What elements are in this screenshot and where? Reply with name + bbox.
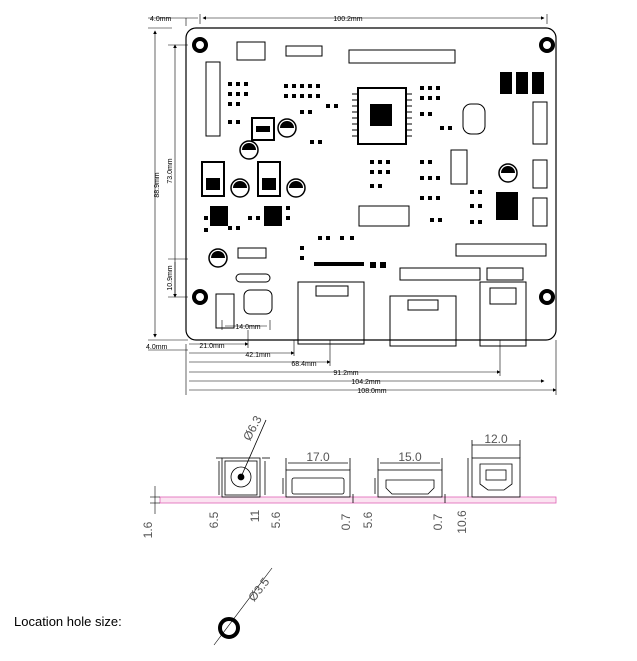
usb-b-height-label: 10.6 [455,510,469,534]
width-dim-104-2: 104.2mm [351,379,380,386]
mounting-holes [192,37,555,305]
offset-top-label: 4.0mm [150,16,172,23]
usb-b-width-label: 12.0 [484,432,508,446]
hdmi-offset-label: 0.7 [431,513,445,530]
height-dim-88-9: 88.9mm [154,172,161,197]
smd-components [204,82,482,268]
dc-jack-total-height-label: 11 [248,509,262,522]
usb-b-port-side [467,440,521,498]
power-components [201,72,544,283]
edge-ports [215,281,527,347]
width-dim-21-0: 21.0mm [199,343,224,350]
hdmi-height-label: 5.6 [361,511,375,528]
dp-port-side [282,458,354,503]
header-connectors [205,41,548,281]
location-hole: Ø3.5 [213,567,273,646]
pcb-side [159,496,557,504]
width-dim-100-2: 100.2mm [333,16,362,23]
height-dim-73-0: 73.0mm [167,158,174,183]
width-dim-42-1: 42.1mm [245,352,270,359]
hdmi-port-side [374,458,446,503]
connector-width-label: 14.0mm [235,324,260,331]
pcb-thickness-label: 1.6 [141,521,155,538]
top-dimension-labels: 100.2mm 4.0mm 4.0mm 21.0mm 42.1mm 68.4mm… [146,16,387,395]
side-view [150,419,557,514]
width-dim-68-4: 68.4mm [291,361,316,368]
dc-jack-diameter-label: Ø6.3 [240,413,265,443]
hdmi-width-label: 15.0 [398,450,422,464]
side-dimension-labels: 1.6 6.5 11 Ø6.3 17.0 5.6 0.7 15.0 5.6 0.… [141,413,508,538]
offset-bottom-label: 4.0mm [146,344,168,351]
pcb-top-view [185,27,557,347]
dp-width-label: 17.0 [306,450,330,464]
dc-jack-height-label: 6.5 [207,511,221,528]
main-chip [352,87,412,145]
height-dim-10-9: 10.9mm [167,265,174,290]
dp-offset-label: 0.7 [339,513,353,530]
location-hole-circle [218,617,240,639]
dp-height-label: 5.6 [269,511,283,528]
location-hole-diameter: Ø3.5 [245,575,272,604]
dc-jack-side [216,419,270,498]
width-dim-108-0: 108.0mm [357,388,386,395]
width-dim-91-2: 91.2mm [333,370,358,377]
top-dimensions [148,14,557,395]
location-hole-label: Location hole size: [14,614,122,629]
